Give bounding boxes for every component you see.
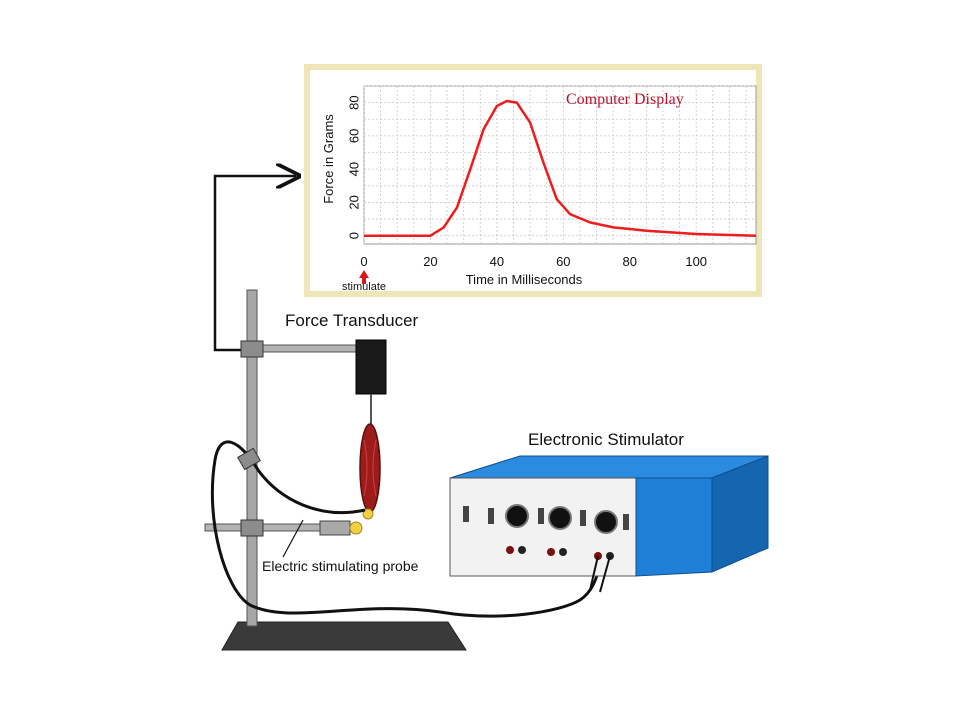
plot-area xyxy=(363,85,757,245)
x-tick-label: 80 xyxy=(623,254,637,269)
stimulate-arrow xyxy=(359,270,369,284)
switch-1 xyxy=(463,506,469,522)
y-tick-label: 40 xyxy=(347,162,362,176)
transducer-box xyxy=(355,339,387,395)
jack-2 xyxy=(518,546,526,554)
stimulating-probe-label: Electric stimulating probe xyxy=(262,558,419,574)
dial-3 xyxy=(594,510,618,534)
switch-2 xyxy=(488,508,494,524)
probe-tip xyxy=(349,521,363,535)
probe-handle xyxy=(319,520,351,536)
lower-clamp xyxy=(240,519,264,537)
dial-2 xyxy=(548,506,572,530)
computer-display-label: Computer Display xyxy=(566,91,684,108)
x-tick-label: 60 xyxy=(556,254,570,269)
jack-4 xyxy=(559,548,567,556)
transducer-cable xyxy=(213,176,296,352)
y-axis-label: Force in Grams xyxy=(321,114,336,204)
electronic-stimulator xyxy=(449,455,769,593)
stand-base xyxy=(221,621,467,651)
muscle-tendon xyxy=(362,508,374,520)
probe-cable xyxy=(210,440,602,618)
dial-1 xyxy=(505,504,529,528)
force-curve xyxy=(364,99,757,237)
switch-3 xyxy=(538,508,544,524)
ring-stand xyxy=(204,289,467,651)
switch-5 xyxy=(623,514,629,530)
stimulate-label: stimulate xyxy=(342,281,386,293)
cable-clip xyxy=(237,447,261,471)
force-transducer xyxy=(355,339,387,520)
x-tick-label: 0 xyxy=(360,254,367,269)
x-axis-label: Time in Milliseconds xyxy=(466,272,583,287)
upper-arm xyxy=(254,344,366,353)
switch-4 xyxy=(580,510,586,526)
y-tick-label: 80 xyxy=(347,95,362,109)
y-tick-label: 60 xyxy=(347,129,362,143)
electronic-stimulator-label: Electronic Stimulator xyxy=(528,430,684,449)
y-tick-label: 0 xyxy=(347,232,362,239)
jack-1 xyxy=(506,546,514,554)
muscle xyxy=(359,423,381,513)
upper-clamp xyxy=(240,340,264,358)
x-tick-label: 100 xyxy=(685,254,707,269)
muscle-striations xyxy=(363,439,377,497)
jack-3 xyxy=(547,548,555,556)
lower-arm xyxy=(204,523,326,532)
x-tick-label: 20 xyxy=(423,254,437,269)
probe-pointer xyxy=(282,519,304,558)
stimulator-front-blue xyxy=(635,477,713,577)
output-lead-1 xyxy=(589,555,599,591)
stimulating-probe xyxy=(210,440,602,618)
y-tick-label: 20 xyxy=(347,195,362,209)
force-transducer-label: Force Transducer xyxy=(285,311,419,330)
x-tick-label: 40 xyxy=(490,254,504,269)
output-lead-2 xyxy=(599,555,611,593)
